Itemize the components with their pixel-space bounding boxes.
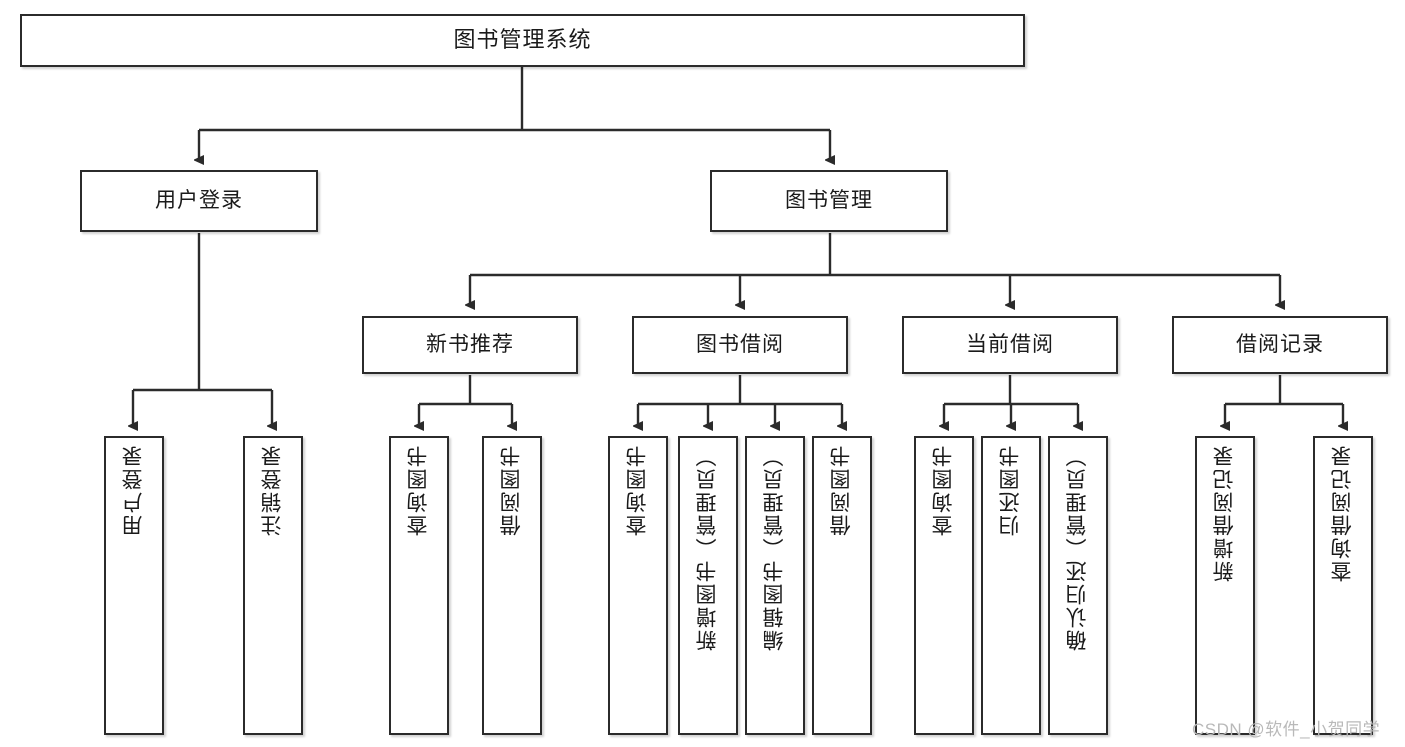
leaf-book-borrow-query-book[interactable]: 查询图书: [608, 436, 668, 735]
node-label: 当前借阅: [966, 333, 1054, 357]
node-root-library-management-system[interactable]: 图书管理系统: [20, 14, 1025, 67]
node-label: 确认归还（管理员）: [1065, 444, 1089, 651]
node-user-login[interactable]: 用户登录: [80, 170, 318, 232]
leaf-borrow-record-add-record[interactable]: 新增借阅记录: [1195, 436, 1255, 735]
node-label: 归还图书: [998, 444, 1022, 536]
leaf-user-login-login[interactable]: 用户登录: [104, 436, 164, 735]
node-label: 图书管理系统: [453, 27, 592, 53]
node-label: 新书推荐: [426, 333, 514, 357]
leaf-book-borrow-add-book-admin[interactable]: 新增图书（管理员）: [678, 436, 738, 735]
node-label: 查询图书: [931, 444, 955, 536]
node-new-book-recommendation[interactable]: 新书推荐: [362, 316, 578, 374]
node-borrow-record[interactable]: 借阅记录: [1172, 316, 1388, 374]
node-label: 借阅图书: [499, 444, 523, 536]
node-label: 用户登录: [155, 189, 243, 213]
node-label: 借阅图书: [829, 444, 853, 536]
node-label: 图书管理: [785, 189, 873, 213]
node-label: 查询借阅记录: [1330, 444, 1354, 582]
leaf-current-borrow-return-book[interactable]: 归还图书: [981, 436, 1041, 735]
leaf-current-borrow-query-book[interactable]: 查询图书: [914, 436, 974, 735]
leaf-new-book-query-book[interactable]: 查询图书: [389, 436, 449, 735]
node-label: 编辑图书（管理员）: [762, 444, 786, 651]
node-label: 图书借阅: [696, 333, 784, 357]
node-label: 查询图书: [406, 444, 430, 536]
node-book-borrow[interactable]: 图书借阅: [632, 316, 848, 374]
node-label: 借阅记录: [1236, 333, 1324, 357]
leaf-book-borrow-borrow-book[interactable]: 借阅图书: [812, 436, 872, 735]
node-label: 新增借阅记录: [1212, 444, 1236, 582]
leaf-user-login-logout[interactable]: 注销登录: [243, 436, 303, 735]
leaf-new-book-borrow-book[interactable]: 借阅图书: [482, 436, 542, 735]
node-label: 新增图书（管理员）: [695, 444, 719, 651]
node-label: 查询图书: [625, 444, 649, 536]
leaf-borrow-record-query-record[interactable]: 查询借阅记录: [1313, 436, 1373, 735]
node-book-management[interactable]: 图书管理: [710, 170, 948, 232]
node-label: 用户登录: [121, 444, 145, 536]
leaf-book-borrow-edit-book-admin[interactable]: 编辑图书（管理员）: [745, 436, 805, 735]
csdn-watermark: CSDN @软件_小贺同学: [1192, 720, 1381, 739]
leaf-current-borrow-confirm-return-admin[interactable]: 确认归还（管理员）: [1048, 436, 1108, 735]
node-current-borrow[interactable]: 当前借阅: [902, 316, 1118, 374]
node-label: 注销登录: [260, 444, 284, 536]
